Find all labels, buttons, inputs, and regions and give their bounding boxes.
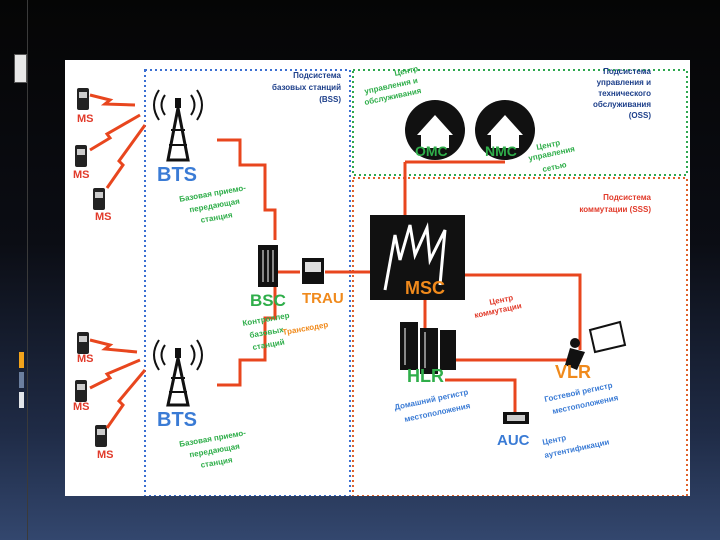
diagram-panel: MS MS MS MS MS MS BTS Базовая приемо- пе… bbox=[65, 60, 690, 497]
ms-group-bottom: MS MS MS bbox=[73, 332, 147, 461]
slide-title-bullet bbox=[14, 54, 27, 83]
ms-label: MS bbox=[77, 113, 94, 125]
ms-label: MS bbox=[97, 449, 114, 461]
link-bts2-bsc bbox=[217, 285, 277, 387]
bss-title-line2: базовых станций bbox=[272, 83, 341, 92]
side-marker-slate bbox=[19, 372, 24, 388]
bts-tower-bottom: BTS Базовая приемо- передающая станция bbox=[153, 339, 247, 470]
ms-label: MS bbox=[95, 211, 112, 223]
link-bts1-bsc bbox=[217, 138, 277, 240]
hlr-node: HLR Домашний регистр местоположения bbox=[394, 322, 471, 424]
sss-region bbox=[352, 177, 688, 497]
hlr-label: HLR bbox=[407, 366, 444, 386]
omc-label: OMC bbox=[415, 143, 448, 159]
oss-title-line5: (OSS) bbox=[629, 111, 652, 120]
gsm-architecture-diagram: MS MS MS MS MS MS BTS Базовая приемо- пе… bbox=[73, 64, 688, 497]
omc-node: OMC Центр управления и обслуживания bbox=[364, 64, 465, 160]
oss-title-line4: обслуживания bbox=[593, 100, 651, 109]
bts-caption-line3: станция bbox=[200, 455, 234, 470]
sss-title: Подсистема коммутации (SSS) bbox=[579, 193, 651, 214]
trau-caption: Транскодер bbox=[282, 320, 329, 337]
bts-tower-top: BTS Базовая приемо- передающая станция bbox=[153, 89, 247, 225]
bsc-label: BSC bbox=[250, 291, 286, 310]
oss-title-line2: управления и bbox=[597, 78, 651, 87]
link-msc-vlr bbox=[455, 273, 582, 350]
ms-label: MS bbox=[77, 353, 94, 365]
oss-region bbox=[352, 69, 688, 176]
ms-label: MS bbox=[73, 401, 90, 413]
side-marker-white bbox=[19, 392, 24, 408]
msc-node: MSC Центр коммутации bbox=[370, 215, 523, 320]
bts-label: BTS bbox=[157, 164, 197, 186]
side-marker-orange bbox=[19, 352, 24, 368]
bss-title-line1: Подсистема bbox=[293, 71, 341, 80]
ms-group-top: MS MS MS bbox=[73, 88, 147, 223]
vlr-node: VLR Гостевой регистр местоположения bbox=[544, 320, 627, 416]
msc-label: MSC bbox=[405, 278, 445, 298]
trau-label: TRAU bbox=[302, 290, 344, 307]
auc-caption-line1: Центр bbox=[542, 433, 567, 447]
trau-node: TRAU Транскодер bbox=[282, 258, 344, 337]
nmc-caption-line3: сетью bbox=[542, 160, 568, 174]
vlr-label: VLR bbox=[555, 362, 591, 382]
bts-label: BTS bbox=[157, 409, 197, 431]
slide-divider-line bbox=[27, 0, 28, 540]
bts-caption-line3: станция bbox=[200, 210, 234, 225]
link-hlr-auc bbox=[445, 378, 517, 420]
nmc-label: NMC bbox=[485, 143, 517, 159]
sss-title-line2: коммутации (SSS) bbox=[579, 205, 651, 214]
sss-title-line1: Подсистема bbox=[603, 193, 651, 202]
auc-node: AUC Центр аутентификации bbox=[497, 412, 610, 460]
nmc-node: NMC Центр управления сетью bbox=[475, 100, 576, 174]
bss-title-line3: (BSS) bbox=[319, 95, 341, 104]
oss-title-line3: технического bbox=[598, 89, 651, 98]
oss-title-line1: Подсистема bbox=[603, 67, 651, 76]
bss-title: Подсистема базовых станций (BSS) bbox=[272, 71, 342, 104]
auc-label: AUC bbox=[497, 432, 530, 449]
oss-title: Подсистема управления и технического обс… bbox=[593, 67, 652, 120]
ms-label: MS bbox=[73, 169, 90, 181]
bsc-caption-line3: станций bbox=[252, 337, 286, 352]
